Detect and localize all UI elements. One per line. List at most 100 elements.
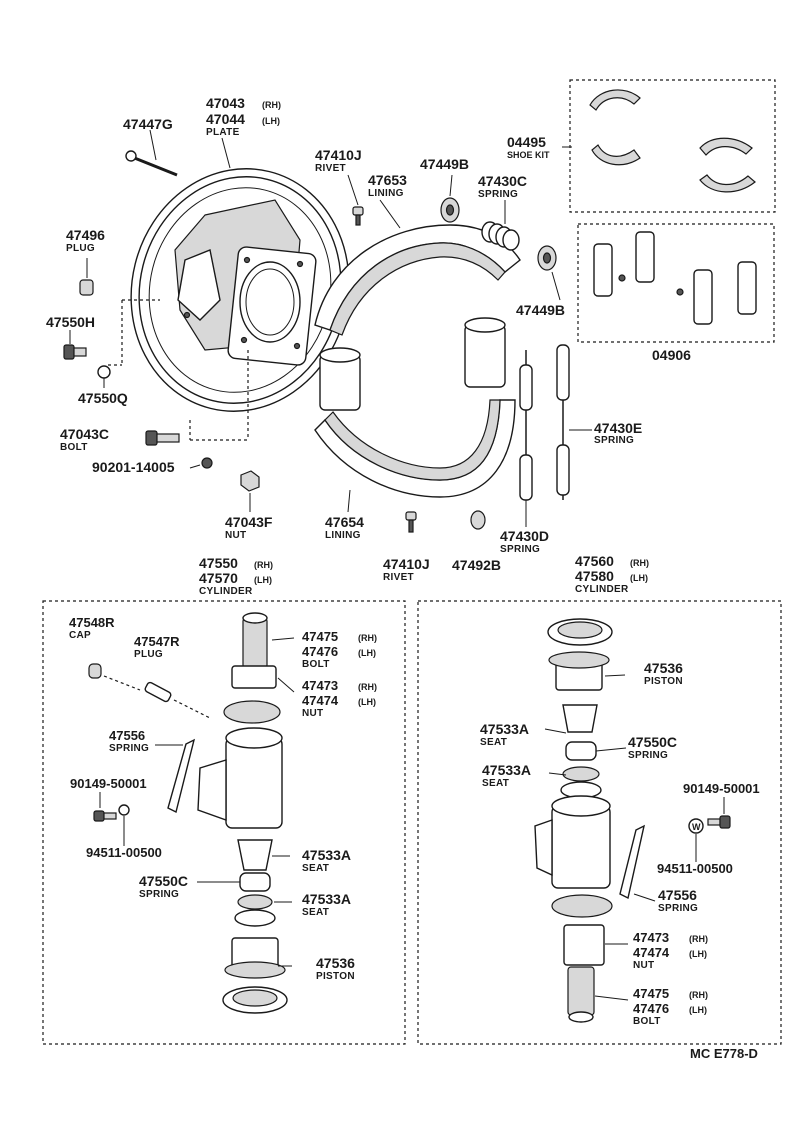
- part-47550h-drawing: [63, 344, 87, 360]
- label-part-47550q: 47550Q: [78, 390, 128, 406]
- svg-text:BOLT: BOLT: [302, 659, 330, 670]
- label-left-bolt: 47475 (RH) 47476 (LH) BOLT: [302, 629, 377, 670]
- label-left-piston: 47536 PISTON: [316, 955, 355, 982]
- nut-47043f-drawing: [240, 470, 260, 492]
- spring-47430e-drawing: [556, 344, 570, 500]
- svg-text:47430D: 47430D: [500, 528, 549, 544]
- label-right-spring-47550c: 47550C SPRING: [628, 734, 677, 761]
- spring-47430d-drawing: [519, 350, 533, 501]
- label-plug-47496: 47496 PLUG: [66, 227, 105, 254]
- rivet-bottom-drawing: [405, 511, 417, 533]
- svg-text:PISTON: PISTON: [644, 676, 683, 687]
- label-backing-plate: 47043 (RH) 47044 (LH) PLATE: [206, 95, 281, 138]
- spring-47556-right-drawing: [619, 824, 646, 900]
- part-47449b-right-drawing: [537, 245, 557, 271]
- svg-text:47550C: 47550C: [139, 873, 188, 889]
- part-47492b-drawing: [470, 510, 486, 530]
- part-47449b-top-drawing: [440, 197, 460, 223]
- svg-text:47550C: 47550C: [628, 734, 677, 750]
- svg-text:47430E: 47430E: [594, 420, 642, 436]
- svg-text:47475: 47475: [302, 629, 338, 644]
- spring-47556-left-drawing: [167, 738, 196, 814]
- rivet-top-drawing: [352, 206, 364, 226]
- label-cylinder-left: 47550 (RH) 47570 (LH) CYLINDER: [199, 555, 273, 597]
- label-plug-47547r: 47547R PLUG: [134, 634, 180, 660]
- svg-text:SHOE KIT: SHOE KIT: [507, 150, 550, 160]
- label-cylinder-right: 47560 (RH) 47580 (LH) CYLINDER: [575, 553, 649, 595]
- svg-text:(LH): (LH): [630, 573, 648, 583]
- label-right-nut: 47473 (RH) 47474 (LH) NUT: [633, 930, 708, 971]
- svg-text:SPRING: SPRING: [109, 743, 149, 754]
- label-left-seat-lower: 47533A SEAT: [302, 891, 351, 918]
- svg-text:PISTON: PISTON: [316, 971, 355, 982]
- mounted-cylinder-right-drawing: [464, 317, 506, 388]
- svg-text:(RH): (RH): [262, 100, 281, 110]
- label-part-90201: 90201-14005: [92, 459, 175, 475]
- cap-47548r-drawing: [88, 663, 102, 679]
- part-47550q-drawing: [97, 365, 111, 379]
- svg-text:(LH): (LH): [254, 575, 272, 585]
- svg-text:(RH): (RH): [254, 560, 273, 570]
- svg-text:47430C: 47430C: [478, 173, 527, 189]
- svg-text:(LH): (LH): [689, 1005, 707, 1015]
- svg-text:LINING: LINING: [368, 188, 404, 199]
- svg-text:SEAT: SEAT: [302, 907, 329, 918]
- svg-text:47044: 47044: [206, 111, 245, 127]
- svg-text:(LH): (LH): [262, 116, 280, 126]
- label-nut-47043f: 47043F NUT: [225, 514, 273, 541]
- label-part-47492b: 47492B: [452, 557, 501, 573]
- svg-text:47548R: 47548R: [69, 615, 115, 630]
- svg-text:47533A: 47533A: [302, 847, 351, 863]
- label-right-seat-lower: 47533A SEAT: [482, 762, 531, 789]
- svg-text:47556: 47556: [658, 887, 697, 903]
- svg-text:(RH): (RH): [689, 990, 708, 1000]
- screw-left-drawing: [93, 804, 130, 822]
- label-part-47550h: 47550H: [46, 314, 95, 330]
- svg-text:47560: 47560: [575, 553, 614, 569]
- svg-text:47496: 47496: [66, 227, 105, 243]
- svg-text:(LH): (LH): [358, 648, 376, 658]
- svg-text:BOLT: BOLT: [633, 1016, 661, 1027]
- svg-text:CAP: CAP: [69, 630, 91, 641]
- svg-text:PLATE: PLATE: [206, 127, 240, 138]
- svg-text:(RH): (RH): [689, 934, 708, 944]
- upper-shoe-lining-47653-drawing: [314, 224, 521, 336]
- cylinder-right-exploded-drawing: [534, 618, 613, 1023]
- label-cap-47548r: 47548R CAP: [69, 615, 115, 641]
- svg-text:47653: 47653: [368, 172, 407, 188]
- svg-text:CYLINDER: CYLINDER: [199, 586, 253, 597]
- svg-text:PLUG: PLUG: [66, 243, 95, 254]
- label-left-seat-upper: 47533A SEAT: [302, 847, 351, 874]
- svg-text:SEAT: SEAT: [482, 778, 509, 789]
- svg-text:47570: 47570: [199, 570, 238, 586]
- label-bolt-47043c: 47043C BOLT: [60, 426, 109, 453]
- label-right-spring-47556: 47556 SPRING: [658, 887, 698, 914]
- washer-90201-drawing: [201, 457, 213, 469]
- svg-text:NUT: NUT: [633, 960, 654, 971]
- label-rivet-bottom: 47410J RIVET: [383, 556, 430, 583]
- mounted-cylinder-left-drawing: [319, 347, 361, 411]
- label-right-piston: 47536 PISTON: [644, 660, 683, 687]
- bolt-47043c-drawing: [145, 430, 180, 446]
- svg-text:47654: 47654: [325, 514, 364, 530]
- svg-text:47043C: 47043C: [60, 426, 109, 442]
- label-shoe-kit: 04495 SHOE KIT: [507, 134, 550, 160]
- label-right-seat-upper: 47533A SEAT: [480, 721, 529, 748]
- label-part-47449b-right: 47449B: [516, 302, 565, 318]
- svg-text:RIVET: RIVET: [383, 572, 414, 583]
- label-lining-47653: 47653 LINING: [368, 172, 407, 199]
- cylinder-left-exploded-drawing: [197, 612, 288, 1014]
- svg-text:PLUG: PLUG: [134, 649, 163, 660]
- svg-text:47580: 47580: [575, 568, 614, 584]
- label-spring-47430d: 47430D SPRING: [500, 528, 549, 555]
- svg-text:SPRING: SPRING: [658, 903, 698, 914]
- cylinder-left-outline: [42, 600, 406, 1045]
- svg-text:SPRING: SPRING: [500, 544, 540, 555]
- label-left-spring-47556: 47556 SPRING: [109, 728, 149, 754]
- svg-text:BOLT: BOLT: [60, 442, 88, 453]
- svg-text:(LH): (LH): [689, 949, 707, 959]
- diagram-code: MC E778-D: [690, 1046, 758, 1061]
- svg-text:(RH): (RH): [358, 682, 377, 692]
